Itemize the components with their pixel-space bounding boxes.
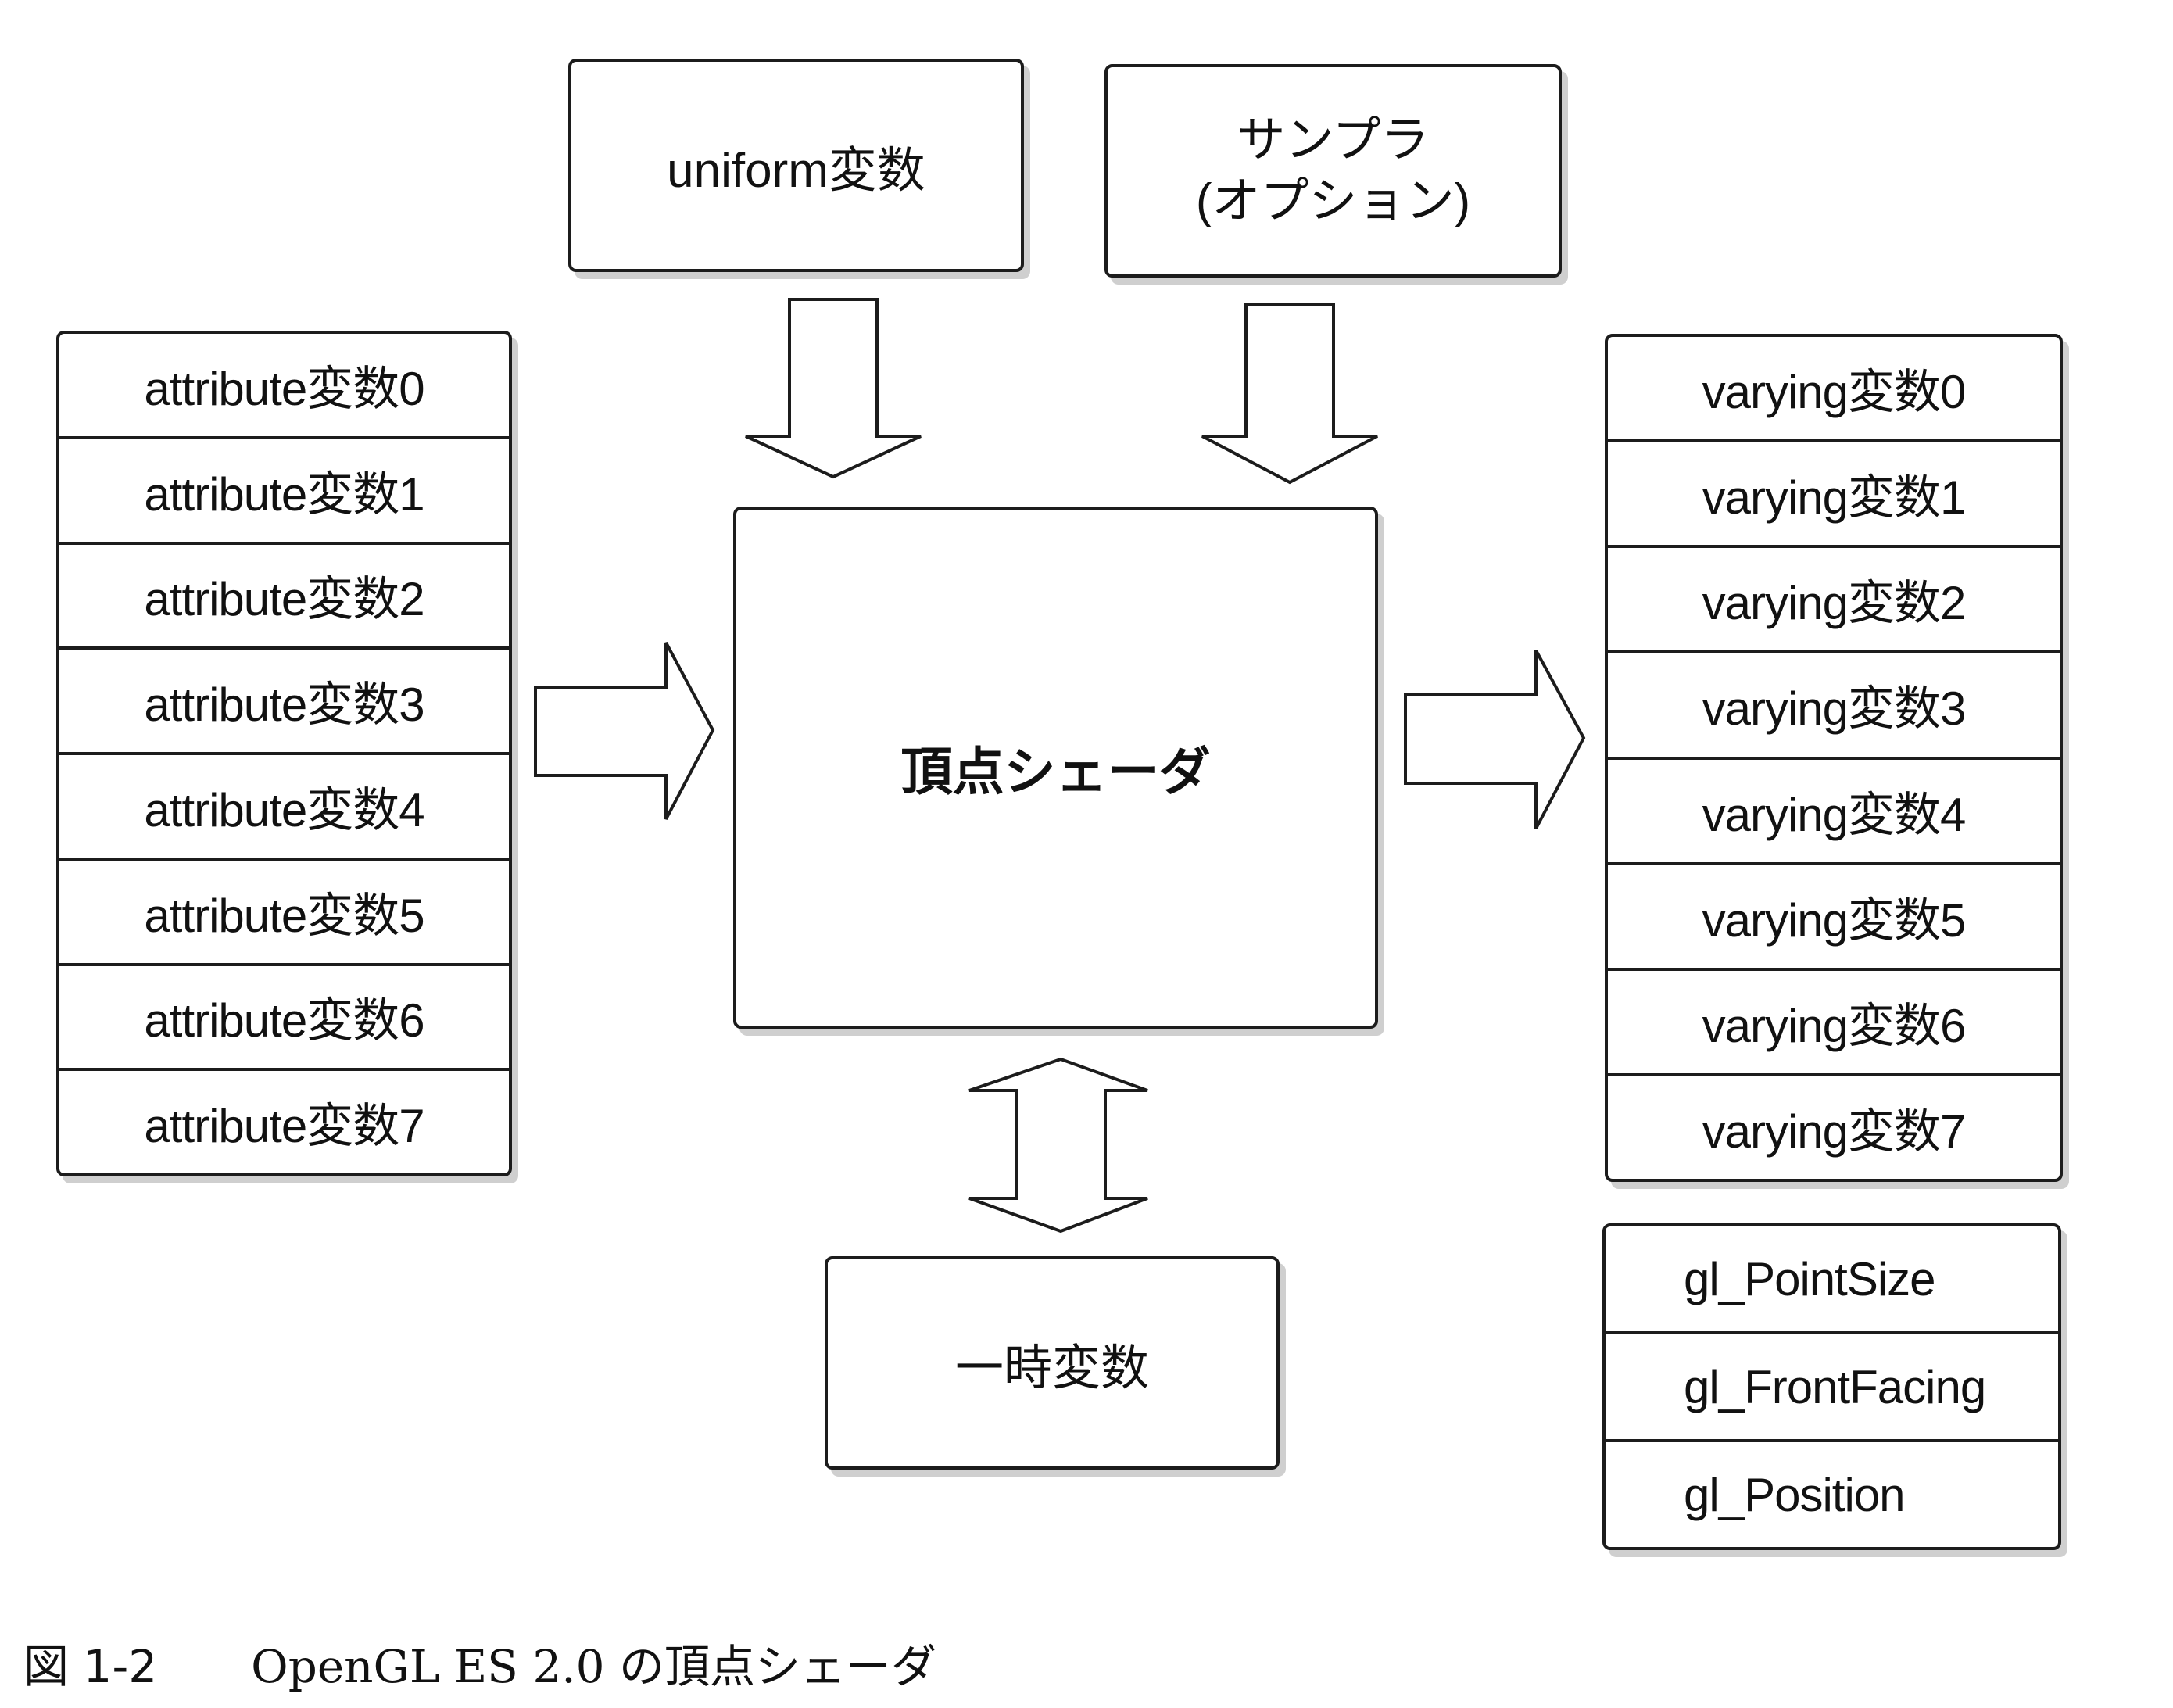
temporary-variables-box: 一時変数 (825, 1256, 1280, 1470)
sampler-to-shader-arrow (1201, 303, 1378, 485)
attribute-variable-3: attribute変数3 (59, 646, 509, 752)
varying-variable-6: varying変数6 (1608, 967, 2060, 1073)
uniform-to-shader-arrow (745, 298, 922, 479)
attribute-variable-6: attribute変数6 (59, 962, 509, 1069)
attribute-variable-1: attribute変数1 (59, 435, 509, 542)
figure-number: 図 1-2 (23, 1640, 158, 1693)
attribute-variable-7: attribute変数7 (59, 1068, 509, 1173)
varying-variable-4: varying変数4 (1608, 756, 2060, 862)
varying-variable-0: varying変数0 (1702, 366, 1967, 419)
varying-variable-2: varying変数2 (1608, 545, 2060, 650)
varying-variable-5: varying変数5 (1608, 861, 2060, 968)
shader-to-varyings-arrow (1404, 650, 1586, 829)
varying-variable-1: varying変数1 (1608, 439, 2060, 545)
varying-variable-7: varying変数7 (1608, 1072, 2060, 1179)
attribute-variables-list: attribute変数0 attribute変数1 attribute変数2 a… (56, 331, 512, 1176)
attribute-variable-0: attribute変数0 (144, 362, 424, 415)
attributes-to-shader-arrow (534, 642, 715, 820)
attribute-variable-4: attribute変数4 (59, 752, 509, 858)
varying-variable-3: varying変数3 (1608, 650, 2060, 756)
vertex-shader-label: 頂点シェーダ (900, 743, 1211, 800)
sampler-box: サンプラ (オプション) (1104, 64, 1562, 278)
figure-caption-text: OpenGL ES 2.0 の頂点シェーダ (251, 1640, 936, 1693)
sampler-label-line2: (オプション) (1195, 174, 1471, 228)
attribute-variable-2: attribute変数2 (59, 541, 509, 647)
builtin-variable-position: gl_Position (1606, 1439, 2058, 1547)
sampler-label: サンプラ (オプション) (1196, 110, 1470, 232)
attribute-variable-5: attribute変数5 (59, 857, 509, 963)
temporary-variables-label: 一時変数 (954, 1341, 1149, 1395)
varying-variables-list: varying変数0 varying変数1 varying変数2 varying… (1605, 334, 2063, 1182)
shader-temporary-bidirectional-arrow (968, 1057, 1148, 1234)
builtin-variables-list: gl_PointSize gl_FrontFacing gl_Position (1602, 1223, 2061, 1550)
figure-caption: 図 1-2 OpenGL ES 2.0 の頂点シェーダ (23, 1630, 936, 1695)
sampler-label-line1: サンプラ (1237, 113, 1430, 167)
builtin-variable-frontfacing: gl_FrontFacing (1606, 1331, 2058, 1439)
builtin-variable-pointsize: gl_PointSize (1684, 1252, 1936, 1305)
uniform-variables-box: uniform変数 (568, 59, 1024, 272)
uniform-variables-label: uniform変数 (667, 143, 925, 198)
vertex-shader-box: 頂点シェーダ (733, 507, 1378, 1029)
